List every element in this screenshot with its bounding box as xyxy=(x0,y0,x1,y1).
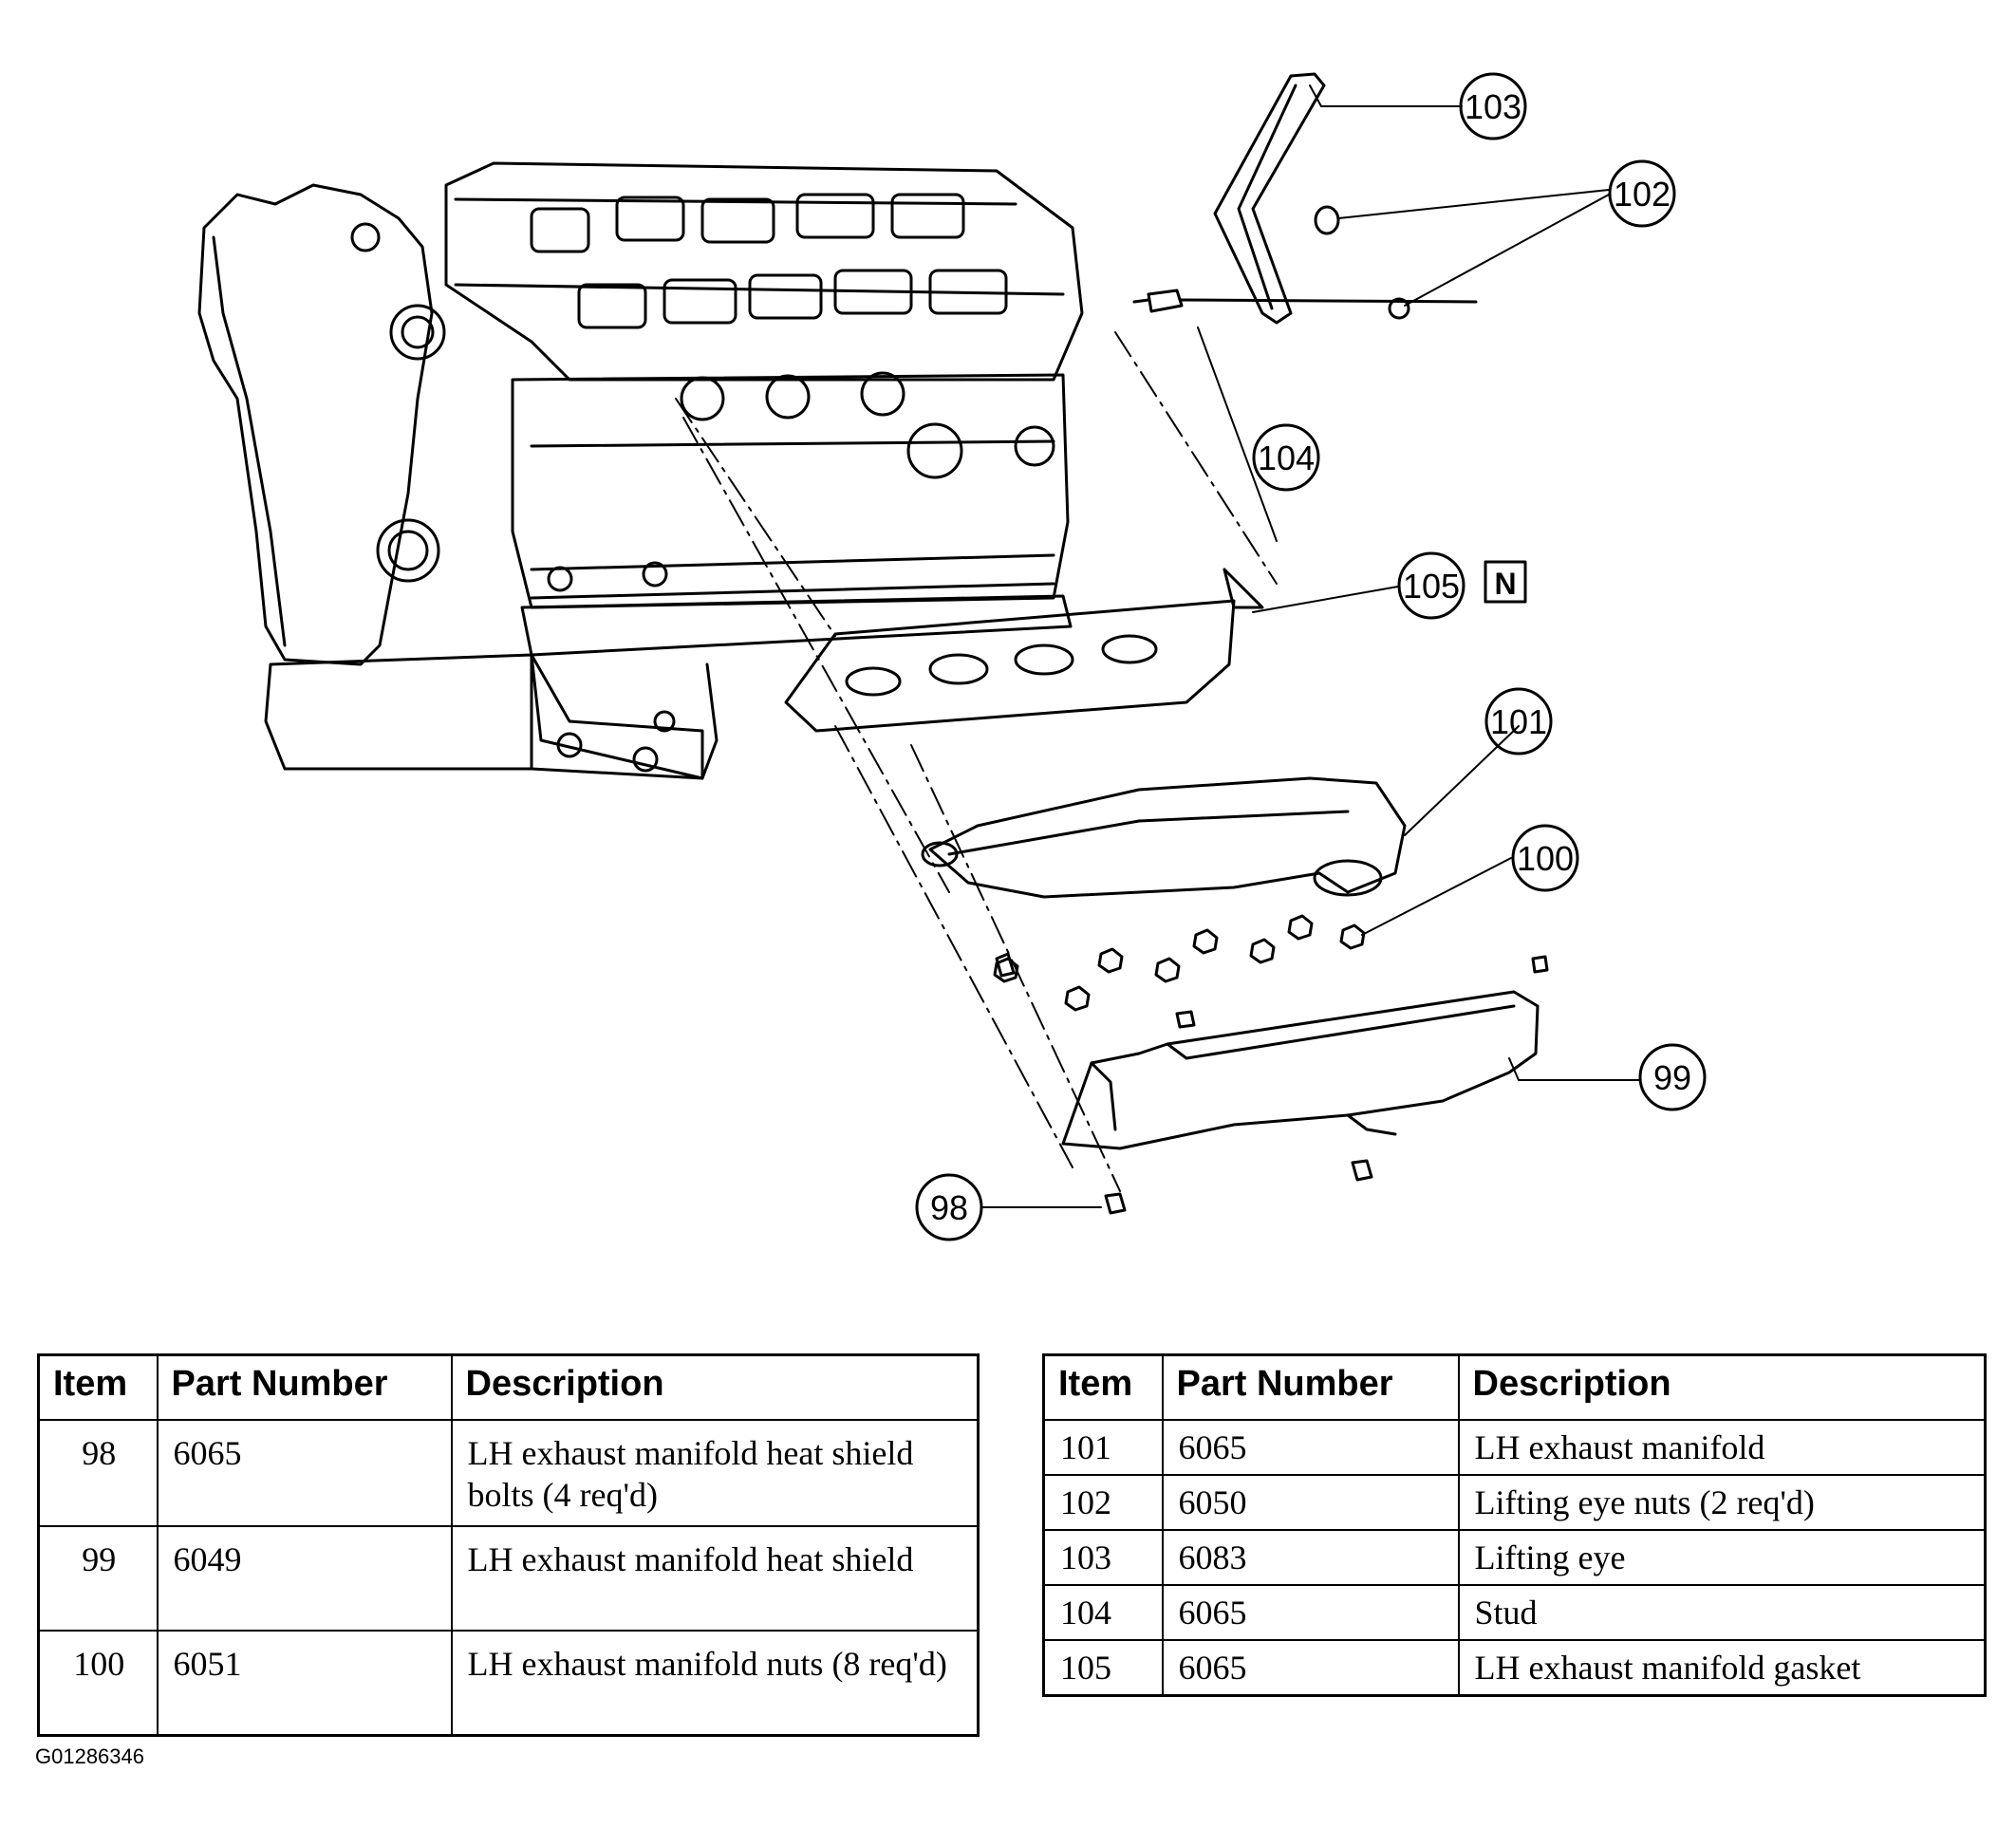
cell-part-number: 6050 xyxy=(1161,1474,1460,1531)
cell-part-number: 6065 xyxy=(156,1419,453,1527)
header-item: Item xyxy=(37,1353,159,1421)
callout-104: 104 xyxy=(1258,438,1315,477)
callout-102: 102 xyxy=(1614,175,1671,214)
parts-table-left: Item Part Number Description 98 6065 LH … xyxy=(37,1353,980,1737)
table-row: 102 6050 Lifting eye nuts (2 req'd) xyxy=(1042,1474,1987,1531)
callout-100: 100 xyxy=(1517,839,1574,878)
table-row: 103 6083 Lifting eye xyxy=(1042,1529,1987,1586)
lifting-eye xyxy=(1213,72,1326,325)
engine-block-illustration xyxy=(197,161,1084,780)
cell-part-number: 6049 xyxy=(156,1525,453,1632)
cell-part-number: 6083 xyxy=(1161,1529,1460,1586)
table-header-row: Item Part Number Description xyxy=(1042,1353,1987,1421)
cell-item: 98 xyxy=(37,1419,159,1527)
header-description: Description xyxy=(1457,1353,1987,1421)
callout-99: 99 xyxy=(1653,1058,1691,1097)
leader-lines xyxy=(981,84,1640,1208)
lifting-eye-nut xyxy=(1314,205,1410,320)
header-description: Description xyxy=(450,1353,980,1421)
cell-part-number: 6065 xyxy=(1161,1419,1460,1476)
cell-description: LH exhaust manifold gasket xyxy=(1457,1639,1987,1697)
heat-shield xyxy=(1061,990,1540,1150)
figure-id: G01286346 xyxy=(35,1744,144,1768)
cell-description: LH exhaust manifold heat shield bolts (4… xyxy=(450,1419,980,1527)
alignment-lines xyxy=(675,331,1278,1192)
callout-105: 105 xyxy=(1403,567,1460,606)
cell-item: 100 xyxy=(37,1630,159,1737)
cell-item: 104 xyxy=(1042,1584,1164,1641)
stud xyxy=(1132,289,1478,313)
cell-description: LH exhaust manifold nuts (8 req'd) xyxy=(450,1630,980,1737)
heat-shield-bolts xyxy=(995,952,1549,1215)
cell-item: 99 xyxy=(37,1525,159,1632)
table-row: 104 6065 Stud xyxy=(1042,1584,1987,1641)
parts-table-right: Item Part Number Description 101 6065 LH… xyxy=(1042,1353,1987,1697)
cell-part-number: 6065 xyxy=(1161,1584,1460,1641)
table-header-row: Item Part Number Description xyxy=(37,1353,980,1421)
exhaust-manifold xyxy=(921,776,1407,899)
cell-part-number: 6065 xyxy=(1161,1639,1460,1697)
callout-101: 101 xyxy=(1490,702,1547,741)
header-part-number: Part Number xyxy=(156,1353,453,1421)
table-row: 105 6065 LH exhaust manifold gasket xyxy=(1042,1639,1987,1697)
header-part-number: Part Number xyxy=(1161,1353,1460,1421)
table-row: 100 6051 LH exhaust manifold nuts (8 req… xyxy=(37,1630,980,1737)
exploded-parts-diagram: 103 102 104 105 101 100 99 98 N xyxy=(197,72,1707,1241)
callout-103: 103 xyxy=(1465,87,1521,126)
callout-circles xyxy=(915,72,1707,1241)
manifold-nuts xyxy=(993,914,1366,1012)
cell-item: 101 xyxy=(1042,1419,1164,1476)
table-row: 98 6065 LH exhaust manifold heat shield … xyxy=(37,1419,980,1527)
new-part-marker: N xyxy=(1494,567,1516,601)
exhaust-manifold-gasket xyxy=(784,568,1264,733)
header-item: Item xyxy=(1042,1353,1164,1421)
table-row: 99 6049 LH exhaust manifold heat shield xyxy=(37,1525,980,1632)
cell-description: Lifting eye xyxy=(1457,1529,1987,1586)
table-row: 101 6065 LH exhaust manifold xyxy=(1042,1419,1987,1476)
cell-part-number: 6051 xyxy=(156,1630,453,1737)
cell-item: 103 xyxy=(1042,1529,1164,1586)
new-part-box xyxy=(1484,560,1527,604)
cell-description: Lifting eye nuts (2 req'd) xyxy=(1457,1474,1987,1531)
cell-description: Stud xyxy=(1457,1584,1987,1641)
callout-98: 98 xyxy=(930,1188,968,1227)
cell-description: LH exhaust manifold xyxy=(1457,1419,1987,1476)
cell-description: LH exhaust manifold heat shield xyxy=(450,1525,980,1632)
cell-item: 105 xyxy=(1042,1639,1164,1697)
cell-item: 102 xyxy=(1042,1474,1164,1531)
